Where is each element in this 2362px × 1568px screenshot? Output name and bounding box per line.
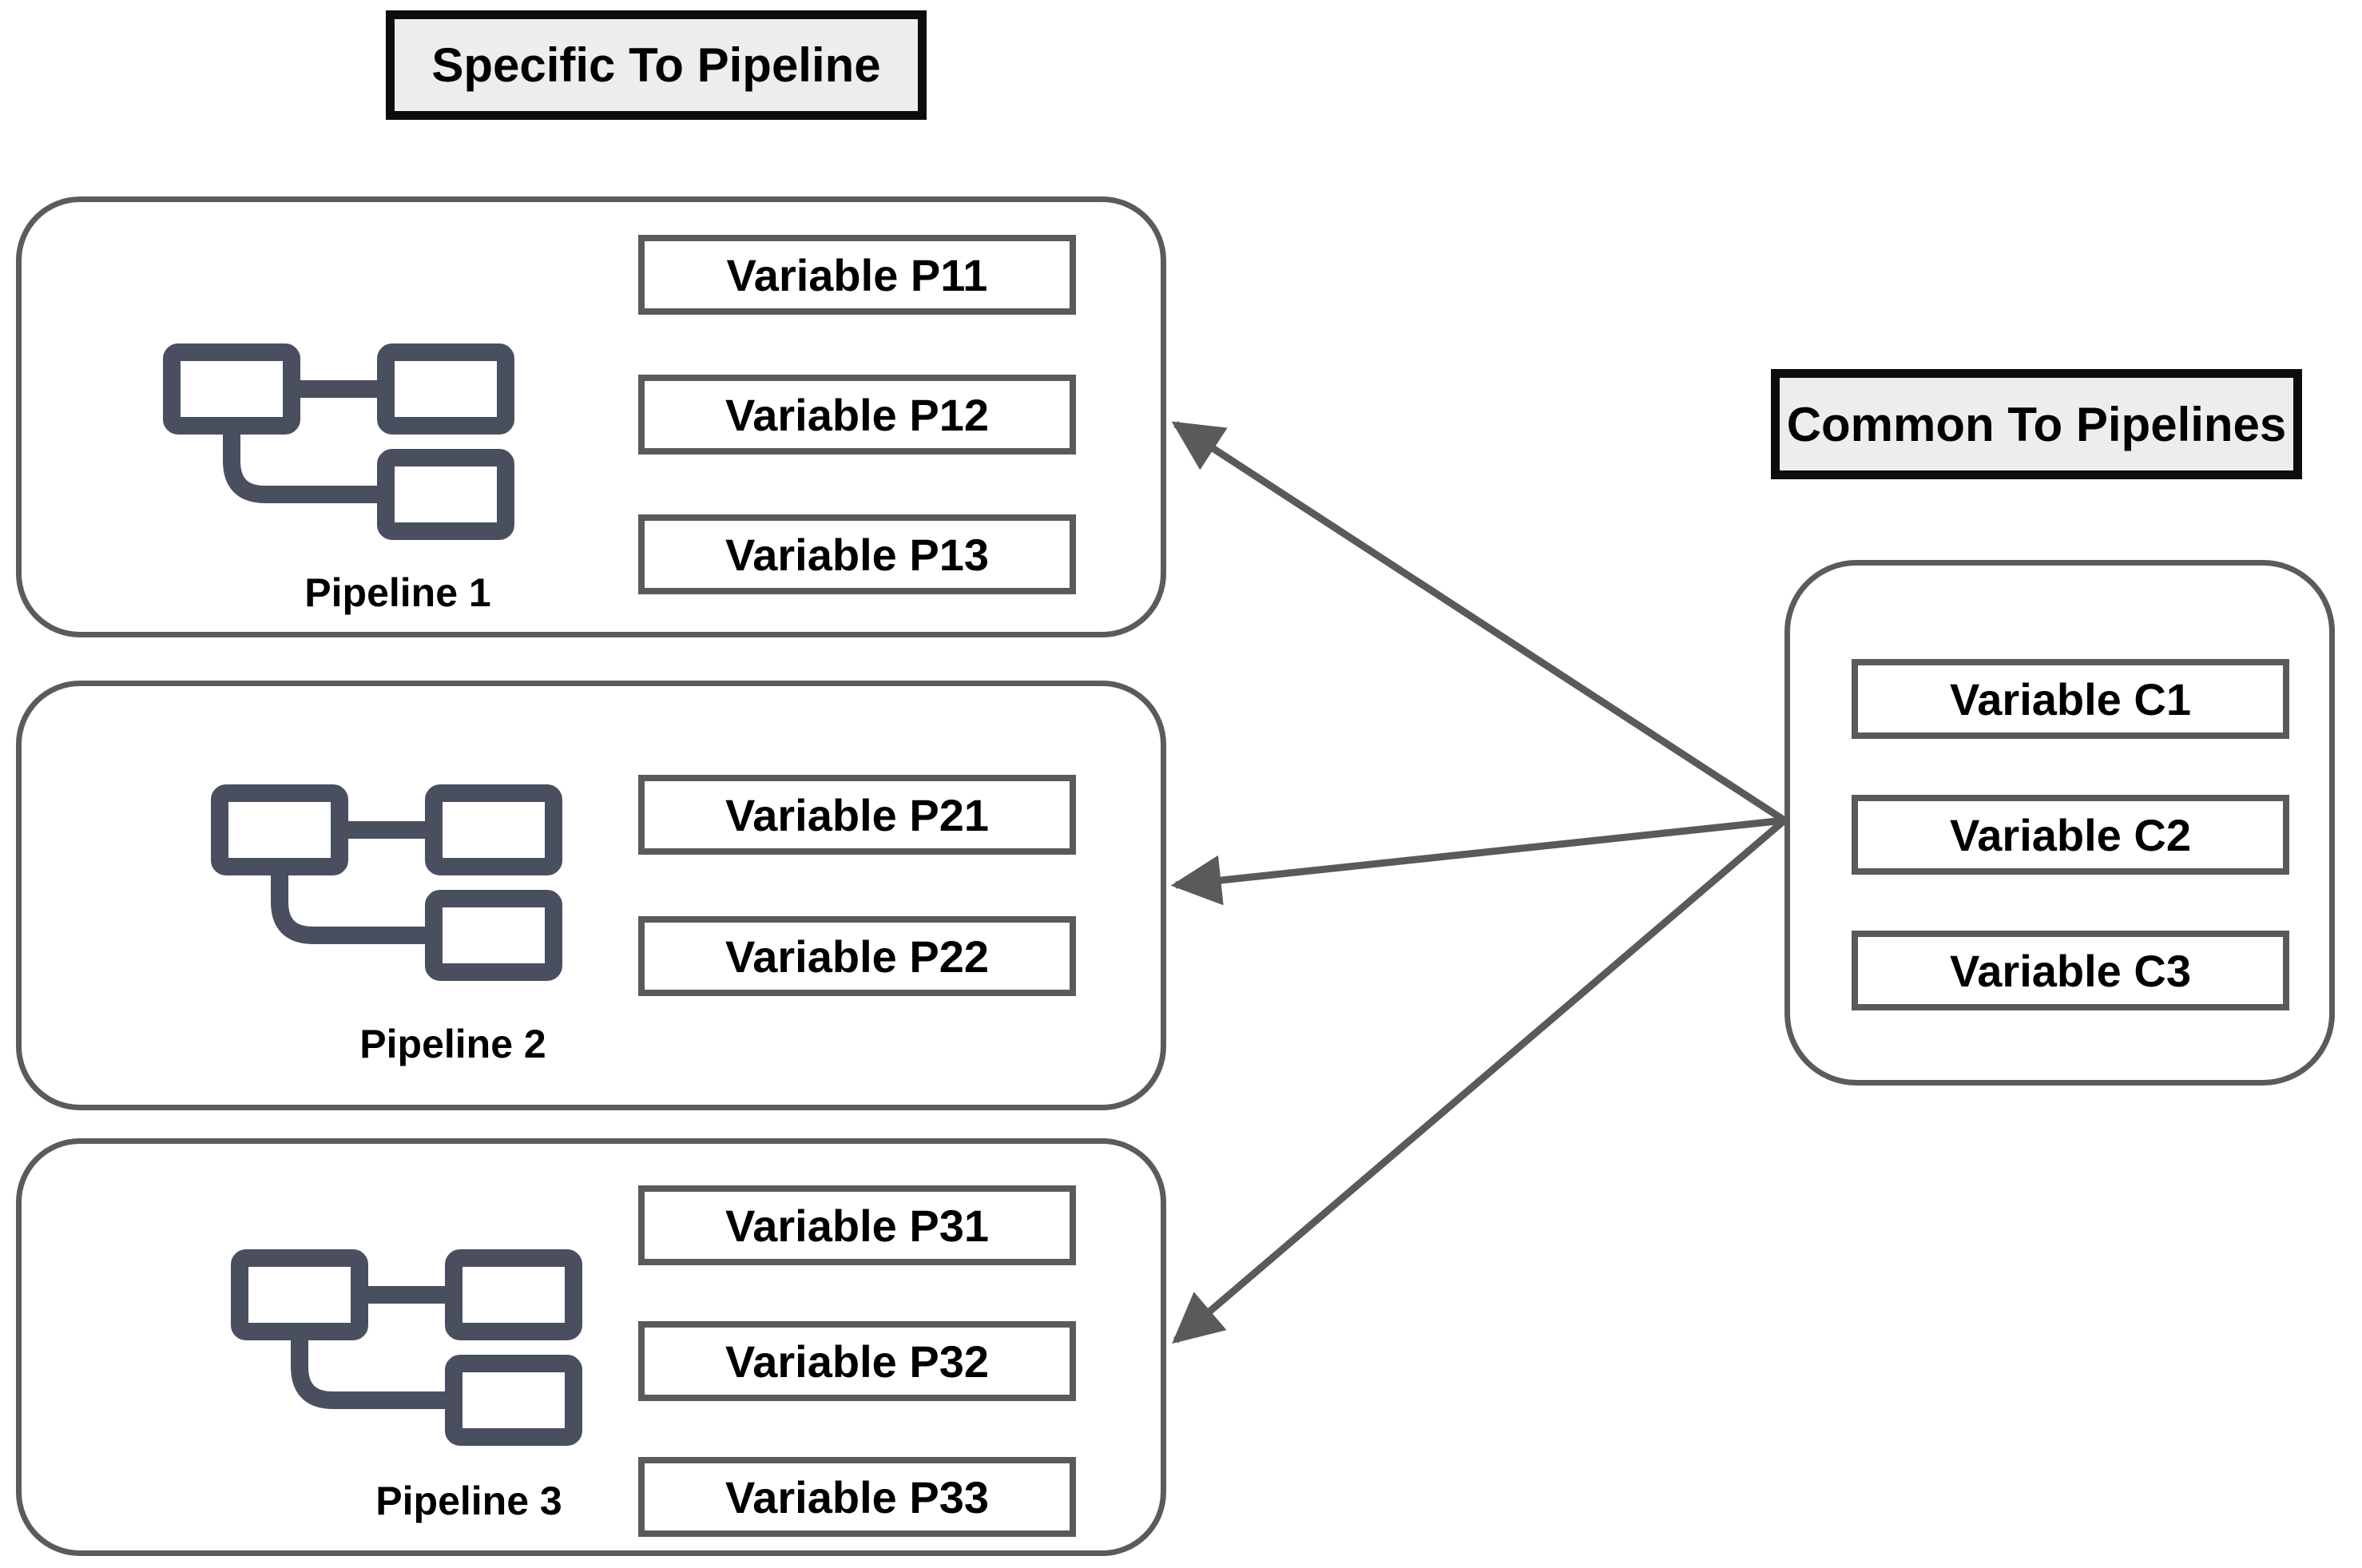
arrow-common-to-pipeline-1 <box>1171 421 1787 824</box>
common-to-pipelines-header: Common To Pipelines <box>1771 369 2302 479</box>
variable-box-p31: Variable P31 <box>638 1185 1076 1265</box>
pipeline-1-group: Pipeline 1 Variable P11 Variable P12 Var… <box>16 196 1166 637</box>
specific-to-pipeline-header: Specific To Pipeline <box>386 10 927 120</box>
specific-header-label: Specific To Pipeline <box>431 38 881 92</box>
pipeline-3-group: Pipeline 3 Variable P31 Variable P32 Var… <box>16 1138 1166 1556</box>
variable-box-p33: Variable P33 <box>638 1457 1076 1537</box>
variable-box-p11: Variable P11 <box>638 235 1076 315</box>
common-header-label: Common To Pipelines <box>1786 397 2287 451</box>
pipeline-flow-icon <box>163 343 514 540</box>
pipeline-1-label: Pipeline 1 <box>304 570 491 615</box>
pipeline-2-label: Pipeline 2 <box>359 1022 546 1066</box>
variable-box-p21: Variable P21 <box>638 775 1076 855</box>
arrow-common-to-pipeline-3 <box>1172 817 1787 1344</box>
variable-box-p22: Variable P22 <box>638 916 1076 996</box>
pipeline-2-group: Pipeline 2 Variable P21 Variable P22 <box>16 681 1166 1110</box>
variable-box-p12: Variable P12 <box>638 375 1076 455</box>
variable-box-c3: Variable C3 <box>1852 931 2289 1010</box>
pipeline-flow-icon <box>231 1249 582 1446</box>
arrow-common-to-pipeline-2 <box>1170 816 1785 906</box>
pipeline-3-label: Pipeline 3 <box>375 1479 562 1523</box>
variable-box-p13: Variable P13 <box>638 514 1076 594</box>
variable-box-p32: Variable P32 <box>638 1321 1076 1401</box>
pipeline-flow-icon <box>211 784 562 981</box>
variable-box-c1: Variable C1 <box>1852 659 2289 739</box>
variable-box-c2: Variable C2 <box>1852 795 2289 875</box>
common-variables-group: Variable C1 Variable C2 Variable C3 <box>1784 560 2335 1086</box>
